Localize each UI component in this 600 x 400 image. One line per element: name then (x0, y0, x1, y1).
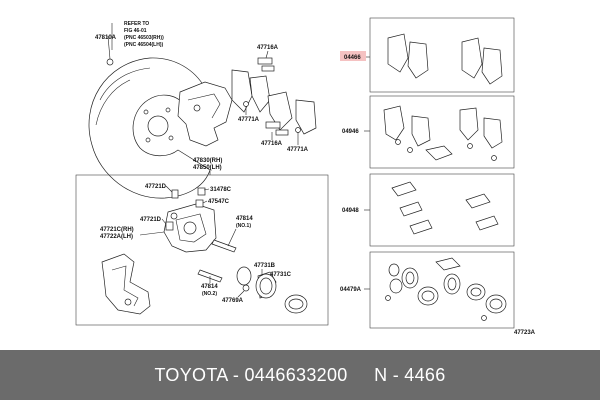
caliper-bracket-part (177, 81, 233, 147)
clip-kit-part (391, 181, 499, 235)
label-47830: 47830(RH) (193, 158, 222, 164)
caliper-mount-part (101, 253, 151, 315)
refer-note: REFER TO FIG 46-01 (PNC 46503(RH)) (PNC … (124, 21, 164, 48)
label-47721D-a: 47721D (145, 184, 167, 190)
seal-kit-part (385, 257, 507, 321)
label-47547C: 47547C (208, 199, 230, 205)
caliper-assembly-box (75, 174, 329, 326)
refer-note-line1: REFER TO (124, 21, 149, 27)
figure-code: 47723A (514, 330, 536, 336)
label-47810A: 47810A (95, 35, 117, 41)
label-04466: 04466 (344, 55, 361, 61)
label-47771A-b: 47771A (287, 147, 309, 153)
kit-box-04946 (369, 95, 515, 169)
label-47814-b: 47814 (201, 284, 218, 290)
refer-note-line4: (PNC 46504(LH)) (124, 42, 164, 48)
label-47769A: 47769A (222, 298, 244, 304)
label-47814-a-no: (NO.1) (236, 223, 251, 229)
label-47721D-b: 47721D (140, 217, 162, 223)
refer-note-line3: (PNC 46503(RH)) (124, 35, 164, 41)
part-number-footer: TOYOTA - 0446633200 N - 4466 (0, 350, 600, 400)
label-04479A: 04479A (340, 287, 362, 293)
label-04946: 04946 (342, 129, 359, 135)
label-04948: 04948 (342, 208, 359, 214)
brake-pads-top (231, 57, 317, 136)
label-47716A-top: 47716A (257, 45, 279, 51)
shim-kit-part (383, 105, 503, 161)
label-47731C: 47731C (270, 272, 292, 278)
kit-box-04948 (369, 173, 515, 247)
footer-text: TOYOTA - 0446633200 N - 4466 (154, 364, 446, 385)
kit-box-04479A (369, 251, 515, 329)
label-47814-b-no: (NO.2) (202, 291, 217, 297)
piston-part (236, 266, 308, 314)
label-47850: 47850(LH) (193, 165, 222, 171)
label-47716A-b: 47716A (261, 141, 283, 147)
caliper-body-part (163, 203, 217, 253)
label-47722A: 47722A(LH) (100, 234, 133, 240)
highlight-04466 (340, 51, 366, 61)
pad-kit-part (387, 33, 503, 85)
label-31478C: 31478C (210, 187, 232, 193)
label-47771A-a: 47771A (238, 117, 260, 123)
label-47731B: 47731B (254, 263, 276, 269)
refer-note-line2: FIG 46-01 (124, 28, 147, 34)
label-47814-a: 47814 (236, 216, 253, 222)
kit-box-04466 (369, 17, 515, 93)
exploded-parts-diagram: REFER TO FIG 46-01 (PNC 46503(RH)) (PNC … (75, 17, 536, 336)
label-47721C: 47721C(RH) (100, 227, 134, 233)
